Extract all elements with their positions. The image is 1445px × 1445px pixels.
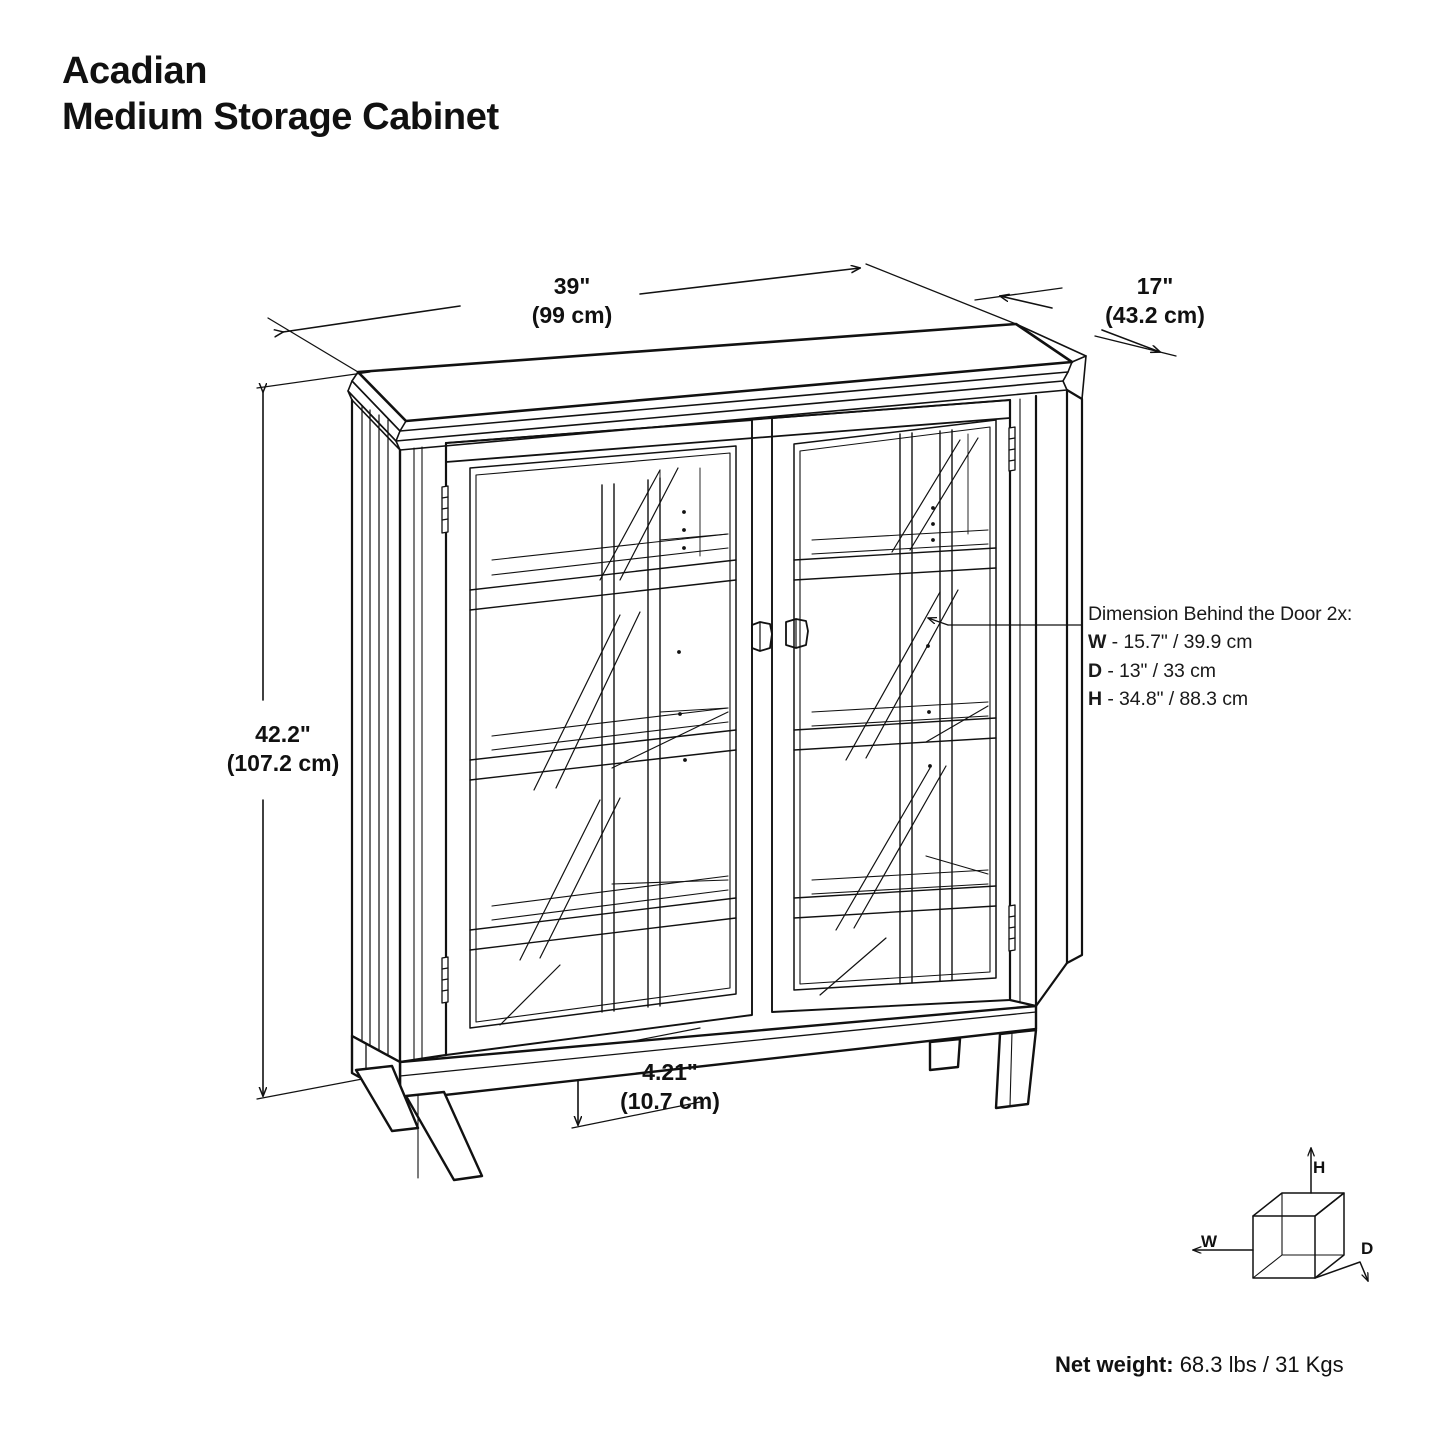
callout-heading: Dimension Behind the Door 2x: <box>1088 603 1353 625</box>
leg-clearance-imperial: 4.21" <box>642 1059 698 1085</box>
callout-key-h: H <box>1088 688 1102 711</box>
left-door-mullions <box>469 477 737 1013</box>
net-weight: Net weight: 68.3 lbs / 31 Kgs <box>1055 1352 1344 1378</box>
callout-row-depth: D - 13" / 33 cm <box>1088 657 1352 685</box>
axis-legend-width-label: W <box>1201 1232 1218 1251</box>
width-imperial: 39" <box>553 273 591 299</box>
cabinet-top-moulding <box>347 323 1087 451</box>
dimension-lines <box>256 263 1177 1129</box>
callout-row-width: W - 15.7" / 39.9 cm <box>1088 628 1352 656</box>
axis-legend-depth-label: D <box>1361 1239 1374 1258</box>
axis-legend-height-label: H <box>1313 1158 1326 1177</box>
leg-clearance-metric: (10.7 cm) <box>620 1088 720 1115</box>
behind-door-dimension-callout: Dimension Behind the Door 2x: W - 15.7" … <box>1088 600 1352 714</box>
leg-clearance-dimension-label: 4.21" (10.7 cm) <box>575 1058 765 1117</box>
right-door-glass-reflections <box>819 437 979 996</box>
callout-key-w: W <box>1088 631 1107 654</box>
depth-dimension-label: 17" (43.2 cm) <box>1050 272 1260 331</box>
callout-value-d: - 13" / 33 cm <box>1107 659 1216 682</box>
net-weight-label: Net weight: <box>1055 1352 1174 1377</box>
height-imperial: 42.2" <box>255 721 311 747</box>
left-door-knob <box>751 621 773 652</box>
callout-key-d: D <box>1088 659 1102 682</box>
height-metric: (107.2 cm) <box>226 750 340 777</box>
page-title: Acadian Medium Storage Cabinet <box>62 48 499 141</box>
door-hinges <box>441 426 1016 1004</box>
interior-shelves <box>491 433 989 921</box>
callout-value-h: - 34.8" / 88.3 cm <box>1107 688 1249 711</box>
callout-value-w: - 15.7" / 39.9 cm <box>1111 631 1253 654</box>
right-door-knob <box>785 618 809 649</box>
width-dimension-label: 39" (99 cm) <box>472 272 672 331</box>
left-door <box>445 419 753 1056</box>
left-side-beadboard-lines <box>361 405 389 1057</box>
callout-row-height: H - 34.8" / 88.3 cm <box>1088 685 1352 713</box>
product-name: Medium Storage Cabinet <box>62 96 499 139</box>
width-metric: (99 cm) <box>531 302 613 329</box>
depth-imperial: 17" <box>1136 273 1174 299</box>
shelf-pin-holes <box>677 506 935 768</box>
product-collection: Acadian <box>62 50 208 92</box>
height-dimension-label: 42.2" (107.2 cm) <box>178 720 388 779</box>
net-weight-value: 68.3 lbs / 31 Kgs <box>1179 1352 1344 1377</box>
depth-metric: (43.2 cm) <box>1105 302 1205 329</box>
callout-leader-line <box>928 618 1083 626</box>
right-door <box>771 399 1011 1013</box>
cabinet-legs <box>354 1028 1038 1182</box>
